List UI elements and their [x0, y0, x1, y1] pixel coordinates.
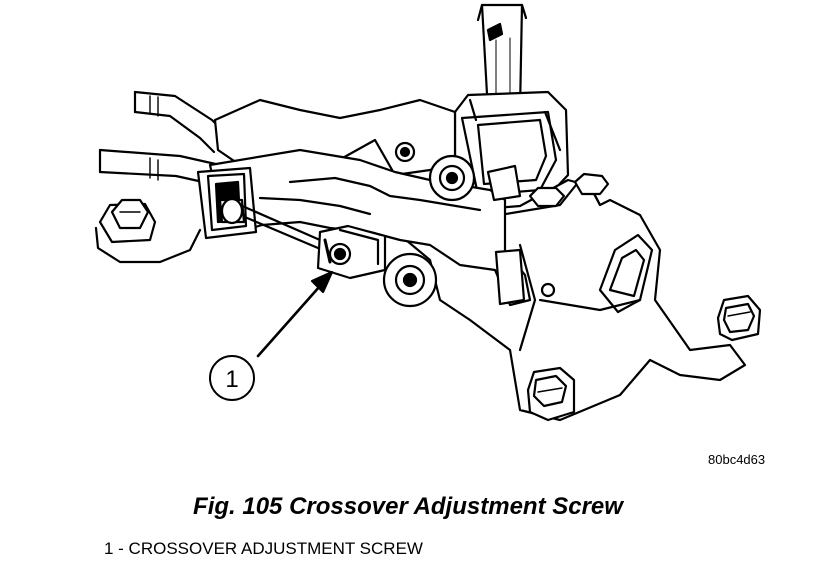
callout-number: 1 [225, 366, 238, 393]
callout-circle [209, 355, 255, 401]
mounting-nut-top [528, 172, 610, 208]
mounting-nut-left [94, 198, 202, 264]
bracket-tab [494, 248, 556, 306]
crossover-adjustment-screw [316, 224, 387, 280]
mounting-nut-right [716, 294, 762, 342]
mounting-nut-bottom [526, 366, 576, 422]
pivot-bushing [382, 252, 438, 308]
tower-bushing [394, 141, 522, 202]
legend-item: 1 - CROSSOVER ADJUSTMENT SCREW [104, 539, 423, 558]
callout-arrow [256, 270, 334, 358]
adjustment-rod [218, 197, 322, 250]
shifter-assembly-illustration: 1 [94, 3, 762, 422]
figure-caption: Fig. 105 Crossover Adjustment Screw [193, 493, 623, 520]
image-code: 80bc4d63 [708, 452, 766, 467]
